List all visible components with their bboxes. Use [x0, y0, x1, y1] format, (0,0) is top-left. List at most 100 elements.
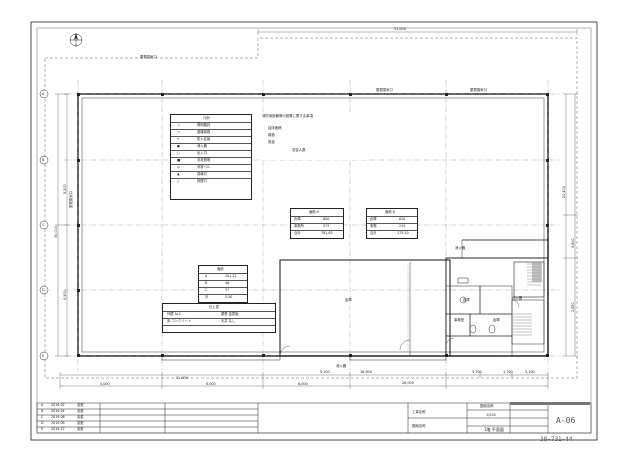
dim-bottom-segment: 6,000	[206, 382, 216, 386]
room-label: 倉庫	[463, 298, 470, 302]
notes-line: 延床面積	[268, 126, 282, 130]
revision-table: A 2019.02 変更 B 2019.04 変更 C 2019.06 変更 D 2019.0…	[37, 403, 258, 433]
dim-bottom-segment: 5,000	[100, 382, 110, 386]
area-cell: 事務所	[294, 224, 304, 228]
area-cell: 575	[323, 224, 330, 228]
site-boundary	[44, 37, 578, 379]
revision-cell: 変更	[77, 403, 84, 407]
area-cell: 倉庫	[294, 217, 301, 221]
notes-block: 消防用設備等の設置に関する事項 延床面積 構造 用途 収容人数	[262, 114, 368, 160]
dim-left-total: 30,000	[54, 226, 58, 238]
stamp-title: 図面名称	[480, 404, 494, 408]
area-table-b-header: 面積 B	[385, 210, 395, 214]
area-table-c: 面積 A 101.22 B 46 C 37 計 5.50	[198, 265, 248, 303]
dim-bottom-segment: 6,000	[298, 382, 308, 386]
grid-bubbles	[39, 89, 49, 361]
title-block	[36, 402, 592, 434]
handwritten-ref: 38-731-44	[540, 436, 573, 443]
revision-cell: B	[41, 409, 44, 413]
finish-row: 天井 なし	[221, 319, 236, 323]
legend-text: 避難経路	[197, 130, 211, 134]
legend-text: 防火区画	[197, 137, 211, 141]
dim-bottom-segment: 16,900	[360, 370, 372, 374]
callout-label: 消火器	[512, 296, 523, 300]
area-cell: B	[205, 281, 208, 285]
revision-cell: E	[41, 427, 44, 431]
grid-label: C	[42, 223, 45, 227]
dim-top-overall: 51,000	[394, 27, 406, 31]
dim-bottom-overall: 26,000	[402, 381, 414, 385]
dim-bottom-segment: 11,000	[176, 376, 188, 380]
revision-cell: C	[41, 415, 44, 419]
revision-cell: 2019.04	[51, 409, 65, 413]
revision-cell: 2019.09	[51, 421, 65, 425]
area-cell: 101.22	[225, 274, 237, 278]
stamp-row: 工事名称	[412, 410, 426, 414]
revision-cell: 2019.12	[51, 427, 65, 431]
revision-cell: 変更	[77, 415, 84, 419]
legend-symbol: ━	[177, 137, 179, 141]
area-cell: 5.50	[225, 295, 233, 299]
legend-text: 消火器	[197, 144, 207, 148]
legend-text: 誘導灯	[197, 172, 207, 176]
area-cell: 600	[323, 217, 330, 221]
callout-label: 屋根換気口	[470, 88, 487, 92]
drawing-title: 1階 平面図	[484, 427, 504, 432]
legend-symbol: ▲	[177, 172, 180, 176]
notes-line: 収容人数	[292, 148, 306, 152]
area-cell: 781.65	[321, 231, 333, 235]
finish-row: 外壁 ALC	[167, 312, 182, 316]
notes-line: 構造	[268, 133, 275, 137]
finish-row: 屋根 金属板	[221, 312, 239, 316]
area-cell: C	[205, 288, 208, 292]
room-label: 倉庫	[493, 318, 500, 322]
grid-label: B	[42, 158, 45, 162]
dim-left-segment: 5,500	[63, 184, 67, 194]
revision-cell: 変更	[77, 421, 84, 425]
revision-cell: D	[41, 421, 44, 425]
legend-symbol: △	[177, 179, 180, 183]
revision-cell: 2019.02	[51, 403, 65, 407]
dim-bottom-segment: 5,100	[320, 370, 330, 374]
dim-right-total: 20,400	[562, 186, 566, 198]
legend-symbol: □	[177, 151, 181, 155]
finish-table-header: 仕上表	[209, 305, 219, 309]
dim-bottom-segment: 1,700	[503, 370, 513, 374]
revision-cell: A	[41, 403, 44, 407]
area-table-c-header: 面積	[217, 267, 224, 271]
legend-text: 出入口	[197, 151, 207, 155]
area-cell: 計	[205, 295, 209, 299]
stamp-row: 図面名称	[412, 424, 426, 428]
area-cell: 合計	[370, 231, 377, 235]
callout-label: 屋根換気口	[69, 191, 73, 208]
area-cell: A	[205, 274, 208, 278]
revision-cell: 変更	[77, 427, 84, 431]
callout-label: 屋根換気口	[376, 88, 393, 92]
area-cell: 234	[399, 224, 406, 228]
callout-label: 消火器	[336, 364, 347, 368]
area-cell: 46	[225, 281, 230, 285]
north-arrow-icon	[69, 33, 83, 47]
legend-header: 凡例	[203, 116, 210, 120]
room-label: 事務室	[454, 318, 465, 322]
legend-text: 非常ベル	[197, 165, 211, 169]
notes-line: 用途	[268, 140, 275, 144]
legend-symbol: →	[177, 130, 180, 134]
dimension-lines	[55, 29, 578, 389]
sheet-border-outer	[30, 21, 598, 441]
area-cell: 37	[225, 288, 230, 292]
room-warehouse	[279, 259, 451, 357]
legend-table: 凡例 ○照明器具 →避難経路 ━防火区画 ●消火器 □出入口 ■非常照明 ◎非常…	[170, 114, 252, 200]
area-table-a-header: 面積 A	[309, 210, 319, 214]
area-cell: 175.50	[397, 231, 409, 235]
area-cell: 事務	[370, 224, 377, 228]
callout-label: 屋根換気口	[140, 55, 157, 59]
grid-label: E	[42, 354, 45, 358]
drawing-scale: 1/200	[486, 413, 496, 417]
room-label: 倉庫	[345, 298, 352, 302]
revision-cell: 2019.06	[51, 415, 65, 419]
